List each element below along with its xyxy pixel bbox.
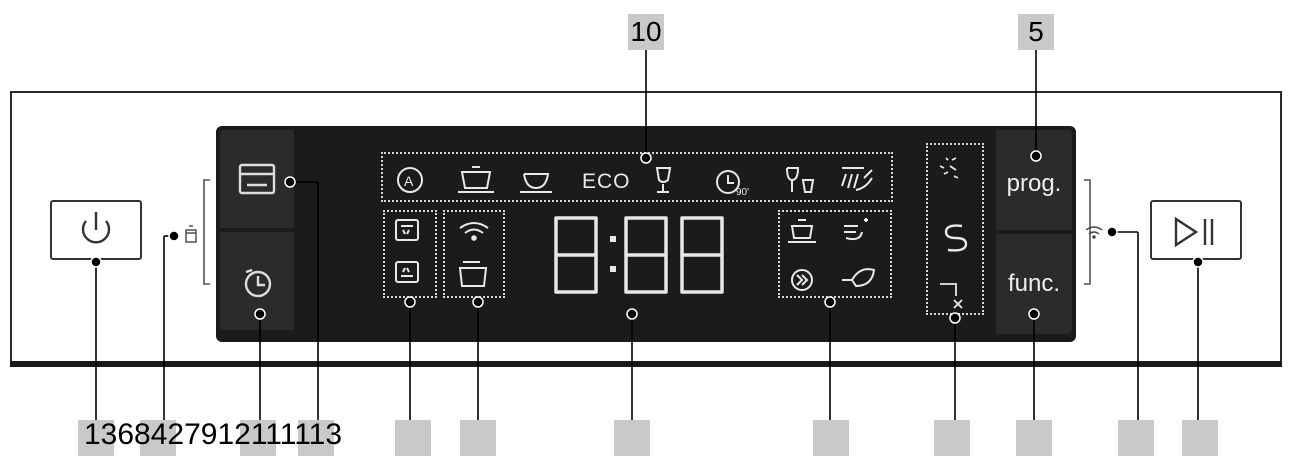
wifi-icon: [459, 222, 489, 241]
start-pause-button[interactable]: [1150, 200, 1242, 260]
callout-box: [813, 420, 849, 456]
func-key-label: func.: [1007, 270, 1061, 297]
tap-closed-icon: [940, 283, 963, 309]
svg-text:A: A: [404, 173, 414, 189]
delicate-glass-icon: [786, 167, 815, 193]
seven-segment-display: [554, 216, 724, 294]
eco-leaf-icon: [842, 268, 876, 288]
callout-box: [240, 420, 276, 456]
frame-bottom-edge: [10, 361, 1282, 367]
callout-box: [1182, 420, 1218, 456]
prog-key-label: prog.: [1006, 170, 1062, 197]
speed-icon: [791, 269, 813, 291]
leader-dots: [90, 150, 1204, 324]
rinse-aid-indicator-icon: [944, 224, 968, 252]
upper-basket-icon: [395, 219, 419, 241]
quick-90-icon: 90': [716, 170, 749, 198]
callout-box: [140, 420, 176, 456]
callout-box: [395, 420, 431, 456]
remote-wifi-icon: [1085, 226, 1103, 239]
bottle-icon: [185, 225, 197, 243]
right-bracket: [1084, 179, 1091, 285]
extra-rinse-icon: [844, 218, 868, 241]
callout-box: [614, 420, 650, 456]
prog-key[interactable]: prog.: [996, 130, 1072, 230]
intensive-zone-key[interactable]: [220, 130, 294, 228]
callout-10: 10: [628, 14, 664, 50]
salt-indicator-icon: [939, 157, 959, 179]
callout-box: [460, 420, 496, 456]
power-icon: [81, 212, 111, 244]
basket-open-icon: [458, 261, 488, 287]
callout-box: [78, 420, 114, 456]
intensive-zone-icon: [238, 163, 276, 195]
play-pause-icon: [1174, 216, 1214, 248]
lower-basket-icon: [395, 261, 419, 283]
callout-box: [1118, 420, 1154, 456]
bottom-callout-numbers: 1368427912111113: [84, 418, 343, 451]
pot-icon: [458, 166, 494, 193]
option-icons-group: [778, 210, 892, 298]
callout-box: [1016, 420, 1052, 456]
prewash-icon: [841, 167, 873, 191]
callout-box: [934, 420, 970, 456]
glass-rinse-icon: [655, 167, 672, 193]
program-icons-group: [381, 152, 893, 202]
connectivity-icons-group: [443, 210, 505, 298]
extra-dry-icon: [788, 219, 816, 243]
left-bracket: [203, 179, 210, 285]
callout-5: 5: [1018, 14, 1054, 50]
callout-box: [298, 420, 334, 456]
svg-text:90': 90': [736, 187, 749, 198]
delay-timer-icon: [244, 268, 272, 298]
bowl-icon: [520, 173, 552, 193]
auto-program-icon: A: [397, 167, 423, 193]
eco-label: ECO: [582, 170, 631, 193]
